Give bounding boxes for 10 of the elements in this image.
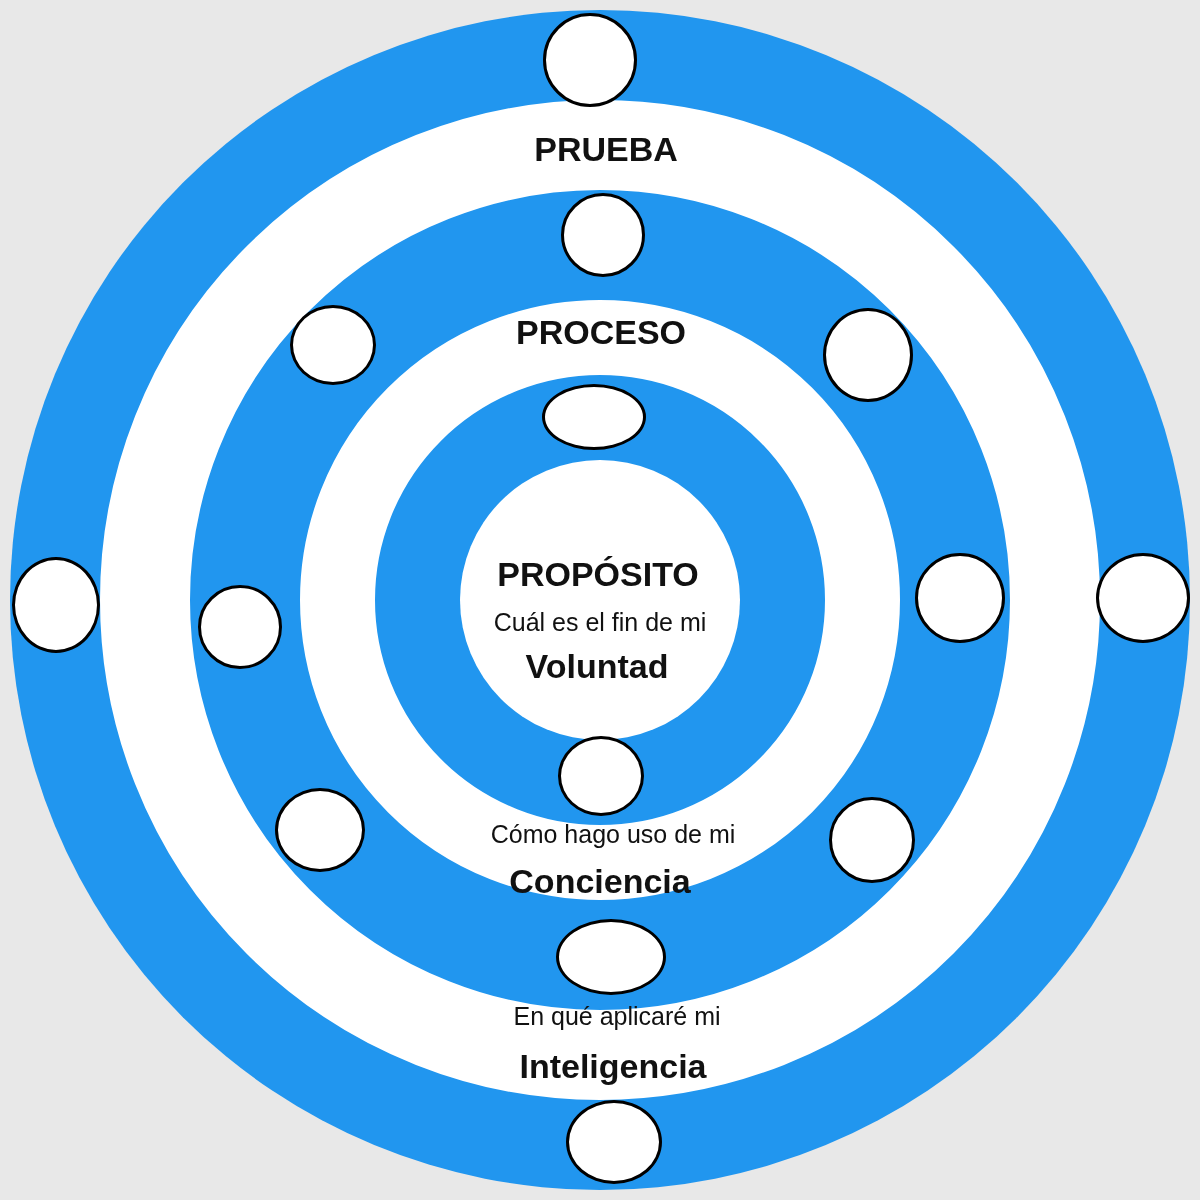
caption-text: Cuál es el fin de mi [493,609,707,637]
caption-text: Cómo hago uso de mi [490,821,736,849]
heading-text: PROPÓSITO [497,556,699,594]
heading-text: PROCESO [516,314,686,352]
ring-band [100,100,1100,1100]
heading-text: Voluntad [525,648,669,686]
heading-text: PRUEBA [534,131,678,169]
heading-text: Inteligencia [519,1048,707,1086]
heading-text: Conciencia [509,863,691,901]
caption-text: En qué aplicaré mi [513,1003,721,1031]
